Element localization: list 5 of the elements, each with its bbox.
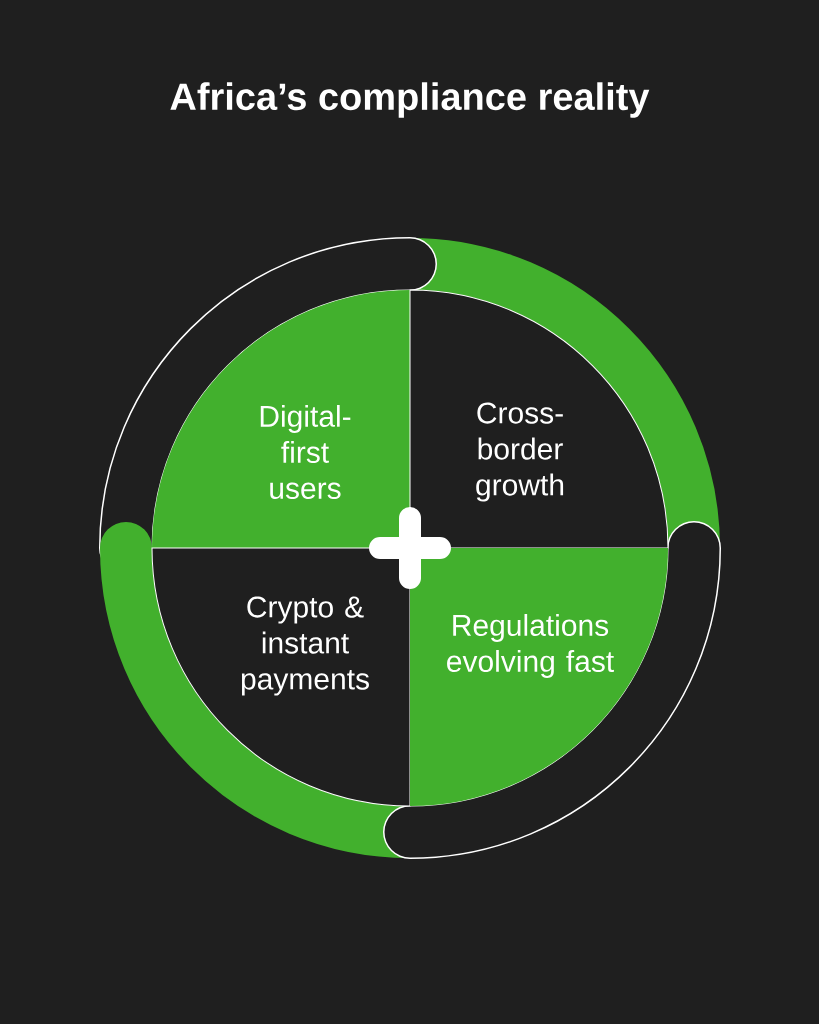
quadrant: Digital-first users <box>152 290 410 548</box>
quadrant: Crypto & instant payments <box>151 547 411 807</box>
title: Africa’s compliance reality <box>170 82 650 118</box>
quadrant: Cross-border growth <box>409 289 669 549</box>
quadrant: Regulations evolving fast <box>410 548 668 806</box>
